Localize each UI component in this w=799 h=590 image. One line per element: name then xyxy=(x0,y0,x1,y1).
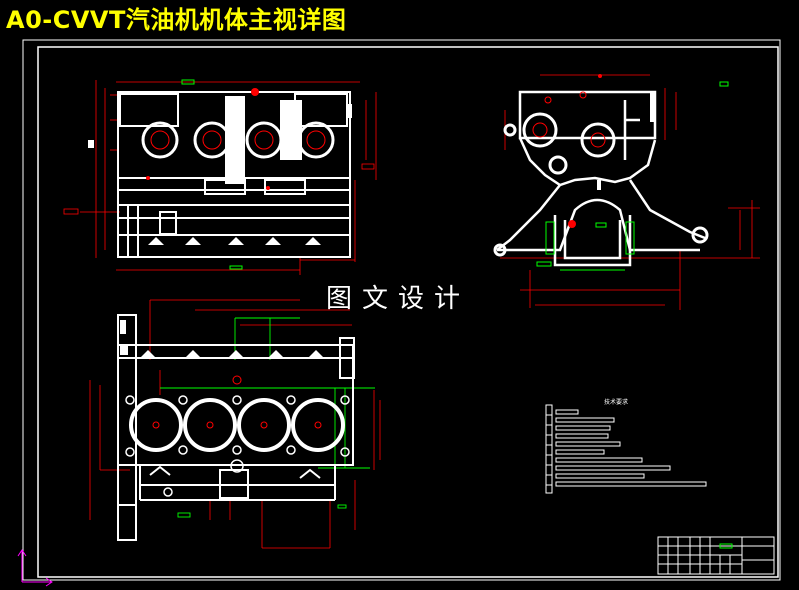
page-title: A0-CVVT汽油机机体主视详图 xyxy=(6,6,347,34)
drawing-frame xyxy=(22,39,781,581)
tech-table-title: 技术要求 xyxy=(604,398,628,406)
watermark-text: 图文设计 xyxy=(326,284,471,314)
side-view xyxy=(493,74,760,310)
front-view xyxy=(63,79,377,275)
technical-requirements xyxy=(545,404,707,494)
title-block xyxy=(657,536,775,575)
ucs-axis-icon xyxy=(17,549,53,587)
top-view xyxy=(89,299,381,549)
